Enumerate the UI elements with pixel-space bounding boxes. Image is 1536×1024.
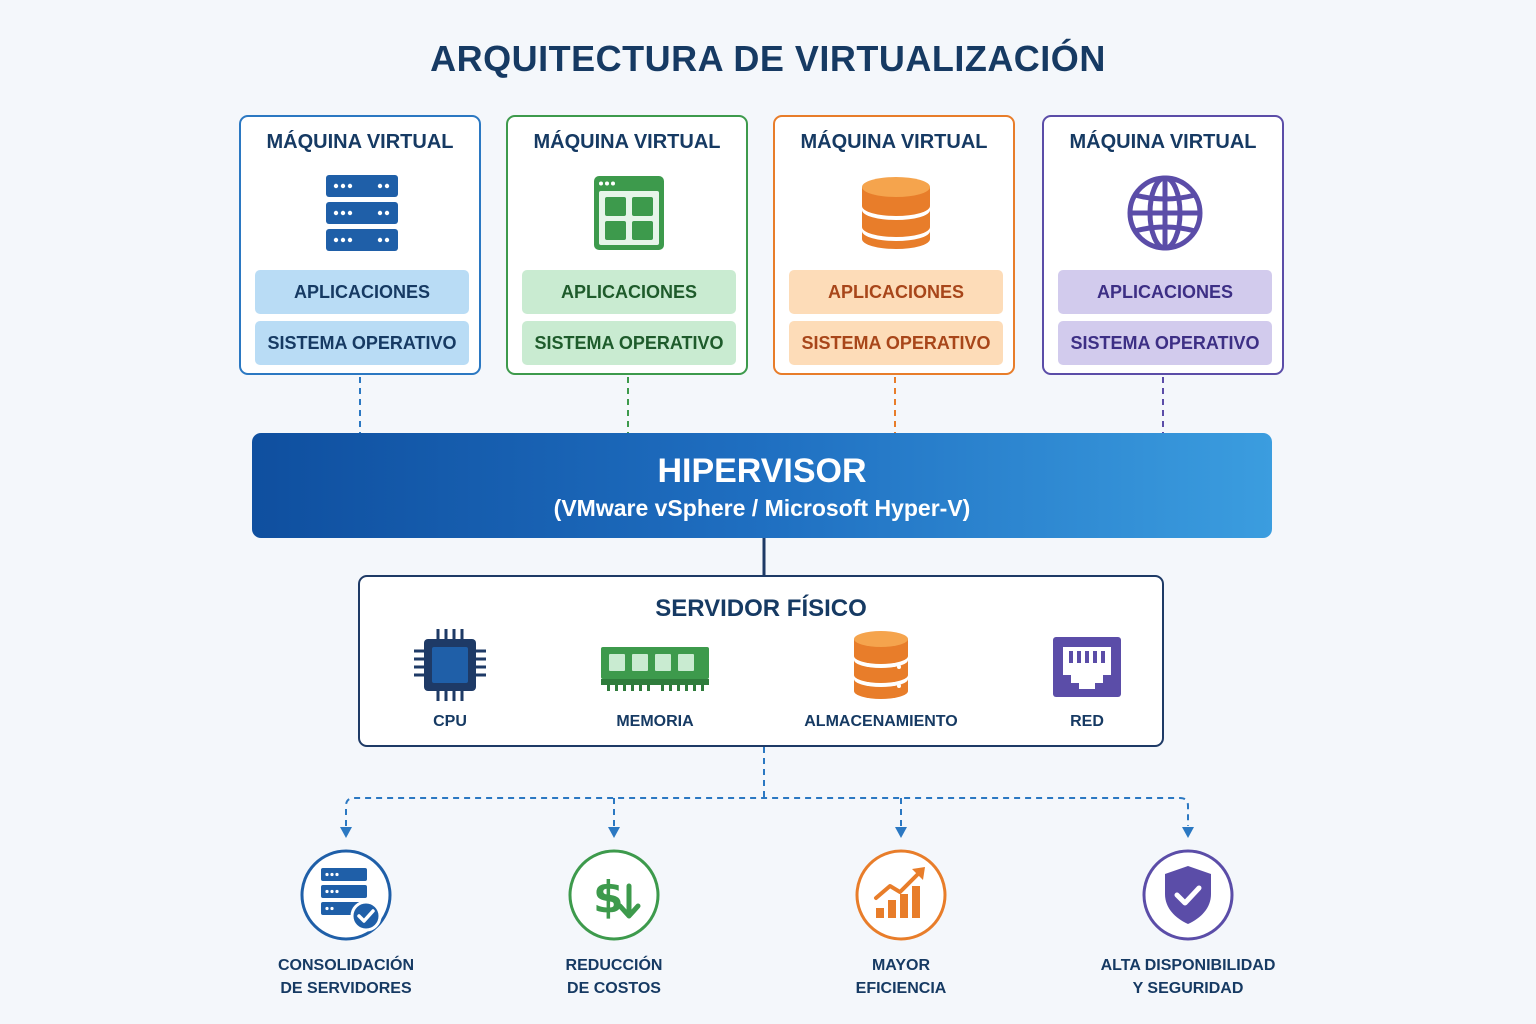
network-port-icon bbox=[1053, 637, 1121, 697]
benefit-label: MAYOR EFICIENCIA bbox=[855, 957, 947, 997]
globe-icon bbox=[1127, 175, 1203, 251]
applications-layer: APLICACIONES bbox=[522, 270, 736, 314]
benefit-availability-security: ALTA DISPONIBILIDAD Y SEGURIDAD bbox=[1068, 848, 1308, 1000]
operating-system-layer: SISTEMA OPERATIVO bbox=[789, 321, 1003, 365]
dollar-down-icon: $ bbox=[568, 849, 660, 941]
vm-title: MÁQUINA VIRTUAL bbox=[1069, 131, 1257, 153]
app-window-icon bbox=[594, 176, 664, 250]
benefit-efficiency: MAYOR EFICIENCIA bbox=[781, 848, 1021, 1000]
benefit-label: ALTA DISPONIBILIDAD Y SEGURIDAD bbox=[1100, 957, 1276, 997]
server-title: SERVIDOR FÍSICO bbox=[655, 595, 867, 622]
virtual-machine-4: MÁQUINA VIRTUAL APLICACIONES SISTEMA OPE… bbox=[1042, 115, 1284, 375]
component-storage: ALMACENAMIENTO bbox=[791, 627, 971, 731]
svg-text:$: $ bbox=[593, 872, 624, 923]
benefit-label: REDUCCIÓN DE COSTOS bbox=[565, 957, 663, 997]
database-icon bbox=[862, 177, 930, 249]
component-cpu: CPU bbox=[360, 627, 540, 731]
cpu-icon bbox=[414, 629, 486, 701]
applications-layer: APLICACIONES bbox=[1058, 270, 1272, 314]
operating-system-layer: SISTEMA OPERATIVO bbox=[255, 321, 469, 365]
applications-layer: APLICACIONES bbox=[255, 270, 469, 314]
virtual-machine-3: MÁQUINA VIRTUAL APLICACIONES SISTEMA OPE… bbox=[773, 115, 1015, 375]
benefit-label: CONSOLIDACIÓN DE SERVIDORES bbox=[278, 957, 414, 997]
component-label: ALMACENAMIENTO bbox=[804, 713, 958, 730]
component-memory: MEMORIA bbox=[565, 627, 745, 731]
benefit-cost-reduction: $ REDUCCIÓN DE COSTOS bbox=[494, 848, 734, 1000]
component-label: RED bbox=[1070, 713, 1104, 730]
vm-title: MÁQUINA VIRTUAL bbox=[533, 131, 721, 153]
server-check-icon bbox=[300, 849, 392, 941]
physical-server: SERVIDOR FÍSICO CPU MEMORIA bbox=[358, 575, 1164, 747]
hypervisor-title: HIPERVISOR bbox=[657, 452, 867, 490]
hypervisor-subtitle: (VMware vSphere / Microsoft Hyper-V) bbox=[553, 495, 971, 521]
hypervisor-layer: HIPERVISOR (VMware vSphere / Microsoft H… bbox=[252, 433, 1272, 538]
diagram-title: ARQUITECTURA DE VIRTUALIZACIÓN bbox=[430, 38, 1106, 79]
storage-icon bbox=[854, 631, 908, 699]
growth-chart-icon bbox=[855, 849, 947, 941]
applications-layer: APLICACIONES bbox=[789, 270, 1003, 314]
memory-icon bbox=[601, 647, 709, 691]
shield-check-icon bbox=[1142, 849, 1234, 941]
component-label: CPU bbox=[433, 713, 467, 730]
virtual-machine-1: MÁQUINA VIRTUAL APLICACIONES SISTEMA OPE… bbox=[239, 115, 481, 375]
benefit-server-consolidation: CONSOLIDACIÓN DE SERVIDORES bbox=[226, 848, 466, 1000]
operating-system-layer: SISTEMA OPERATIVO bbox=[1058, 321, 1272, 365]
component-label: MEMORIA bbox=[616, 713, 694, 730]
operating-system-layer: SISTEMA OPERATIVO bbox=[522, 321, 736, 365]
vm-title: MÁQUINA VIRTUAL bbox=[266, 131, 454, 153]
vm-title: MÁQUINA VIRTUAL bbox=[800, 131, 988, 153]
virtual-machine-2: MÁQUINA VIRTUAL APLICACIONES SISTEMA OPE… bbox=[506, 115, 748, 375]
component-network: RED bbox=[997, 627, 1177, 731]
server-rack-icon bbox=[326, 175, 398, 251]
